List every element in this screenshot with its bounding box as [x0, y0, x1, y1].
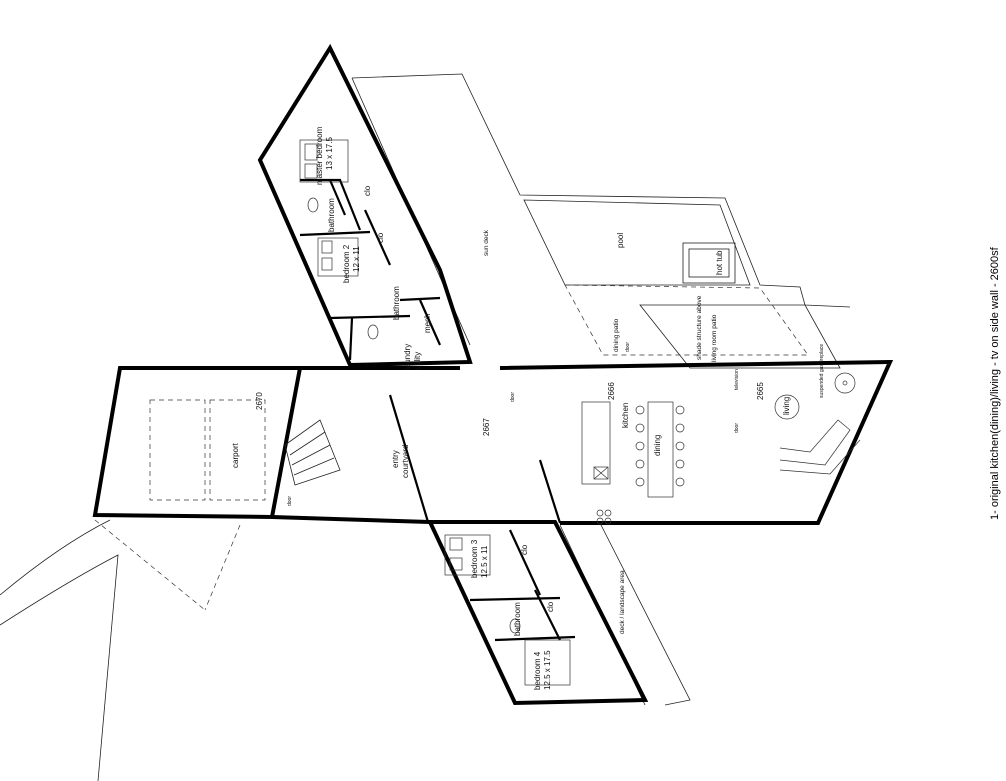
label-bedroom-2: bedroom 2 12 x 11	[342, 244, 361, 283]
driveway-arc	[0, 519, 241, 781]
label-bedroom-4: bedroom 4 12.5 x 17.5	[533, 650, 552, 690]
label-fireplace: suspended gas fireplace	[819, 344, 825, 398]
label-pool: pool	[616, 233, 625, 248]
svg-text:living: living	[782, 397, 791, 415]
svg-text:13 x 17.5: 13 x 17.5	[325, 137, 334, 170]
label-bedroom-3: bedroom 3 12.5 x 11	[470, 539, 489, 578]
dining-table	[635, 401, 685, 498]
label-door-1: door	[287, 496, 293, 506]
svg-text:12.5 x 17.5: 12.5 x 17.5	[543, 650, 552, 690]
label-shade-structure: shade structure above	[696, 295, 703, 360]
label-dining-patio: dining patio	[613, 318, 620, 352]
label-door-4: door	[734, 423, 740, 433]
label-bathroom-3: bathroom	[513, 602, 522, 636]
label-kitchen: kitchen 2666	[607, 382, 630, 428]
bed-2	[317, 237, 359, 277]
sofa	[779, 419, 861, 475]
label-clo-2: clo	[376, 232, 385, 243]
svg-text:12 x 11: 12 x 11	[352, 246, 361, 272]
label-door-2: door	[510, 392, 516, 402]
svg-text:bedroom 3: bedroom 3	[470, 539, 479, 578]
label-clo-3: clo	[520, 544, 529, 555]
label-entry-courtyard: entry courtyard	[391, 445, 410, 478]
label-bathroom-1: bathroom	[327, 198, 336, 232]
label-hot-tub: hot tub	[715, 250, 724, 275]
bedroom-wing-north-walls	[257, 43, 473, 368]
svg-text:master bedroom: master bedroom	[315, 126, 324, 185]
label-clo-4: clo	[546, 601, 555, 612]
label-living: living 2665	[756, 382, 791, 415]
pool-outline	[523, 199, 751, 286]
label-living-room-patio: living room patio	[711, 314, 718, 362]
entry-stair	[284, 419, 341, 486]
hot-tub-outline	[682, 242, 736, 284]
south-wing-interior	[469, 529, 576, 642]
svg-text:carport: carport	[231, 442, 240, 468]
svg-text:kitchen: kitchen	[621, 403, 630, 428]
label-master-bedroom: master bedroom 13 x 17.5	[315, 126, 334, 185]
label-dining: dining	[653, 435, 662, 456]
toilet-fixtures	[307, 197, 521, 634]
central-hall-walls	[271, 366, 460, 524]
label-deck-landscape: deck / landscape area	[619, 570, 626, 634]
svg-text:2670: 2670	[255, 392, 264, 410]
kitchen-island	[581, 401, 611, 485]
svg-text:bedroom 4: bedroom 4	[533, 651, 542, 690]
label-bathroom-2: bathroom	[392, 286, 401, 320]
svg-text:bedroom 2: bedroom 2	[342, 244, 351, 283]
bed-3	[444, 534, 491, 576]
coffee-table	[774, 394, 800, 420]
svg-text:2665: 2665	[756, 382, 765, 400]
svg-text:courtyard: courtyard	[401, 445, 410, 478]
label-laundry-utility: laundry utility	[403, 344, 422, 370]
label-door-3: door	[625, 342, 631, 352]
svg-text:utility: utility	[413, 352, 422, 370]
bedroom-wing-south-walls	[426, 520, 649, 706]
living-patio-outline	[639, 304, 841, 369]
carport-dash-outline	[149, 399, 266, 501]
label-hall-num: 2667	[482, 418, 491, 436]
svg-text:laundry: laundry	[403, 344, 412, 370]
label-television: television	[734, 369, 740, 390]
label-sun-deck: sun deck	[483, 229, 490, 256]
carport-walls	[92, 366, 303, 520]
bed-4	[524, 639, 571, 686]
svg-text:2666: 2666	[607, 382, 616, 400]
stove-burners	[596, 509, 612, 525]
north-wing-interior	[299, 178, 442, 361]
label-clo-1: clo	[363, 185, 372, 196]
label-mech: mech	[423, 313, 432, 333]
svg-text:12.5 x 11: 12.5 x 11	[480, 545, 489, 578]
great-room-walls	[499, 359, 894, 525]
master-bed	[299, 139, 349, 183]
svg-text:entry: entry	[391, 450, 400, 468]
label-carport: carport 2670	[231, 392, 264, 468]
fireplace-symbol	[834, 372, 856, 394]
plan-caption: 1- original kitchen(dining)/living - tv …	[989, 246, 1001, 520]
sun-deck-outline	[351, 73, 851, 346]
dining-patio-outline	[564, 284, 809, 356]
